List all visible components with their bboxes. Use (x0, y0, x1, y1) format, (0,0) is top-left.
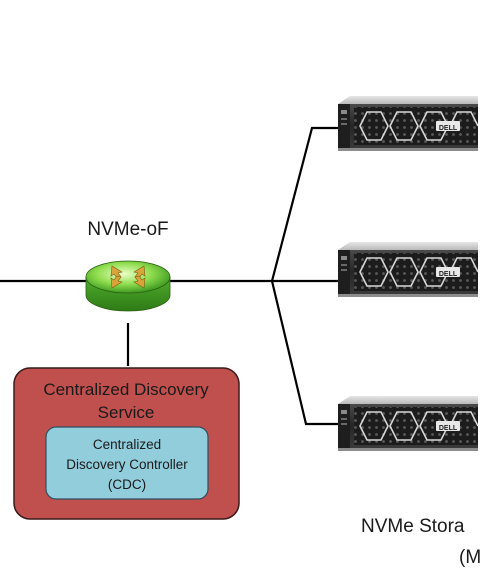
storage-label-line1: NVMe Stora (361, 516, 465, 537)
centralized-discovery-controller-box: Centralized Discovery Controller (CDC) (45, 426, 209, 500)
link-to-storage-1 (270, 126, 338, 282)
cdc-line1: Centralized (93, 437, 161, 452)
cdc-line2: Discovery Controller (66, 457, 188, 472)
storage-server-1: DELL (337, 95, 479, 152)
link-to-storage-3 (270, 280, 338, 426)
links (0, 126, 338, 426)
cds-title-line1: Centralized Discovery (43, 380, 209, 399)
cdc-line3: (CDC) (108, 477, 146, 492)
server-brand-logo: DELL (439, 125, 458, 132)
storage-label-line2: (M (459, 547, 480, 568)
storage-server-3: DELL (337, 395, 479, 452)
storage-server-2: DELL (337, 241, 479, 298)
centralized-discovery-service-box: Centralized Discovery Service Centralize… (13, 367, 240, 520)
server-brand-logo: DELL (439, 425, 458, 432)
router-label: NVMe-oF (87, 219, 168, 240)
router-icon (85, 260, 171, 312)
cds-title-line2: Service (98, 403, 155, 422)
server-brand-logo: DELL (439, 271, 458, 278)
